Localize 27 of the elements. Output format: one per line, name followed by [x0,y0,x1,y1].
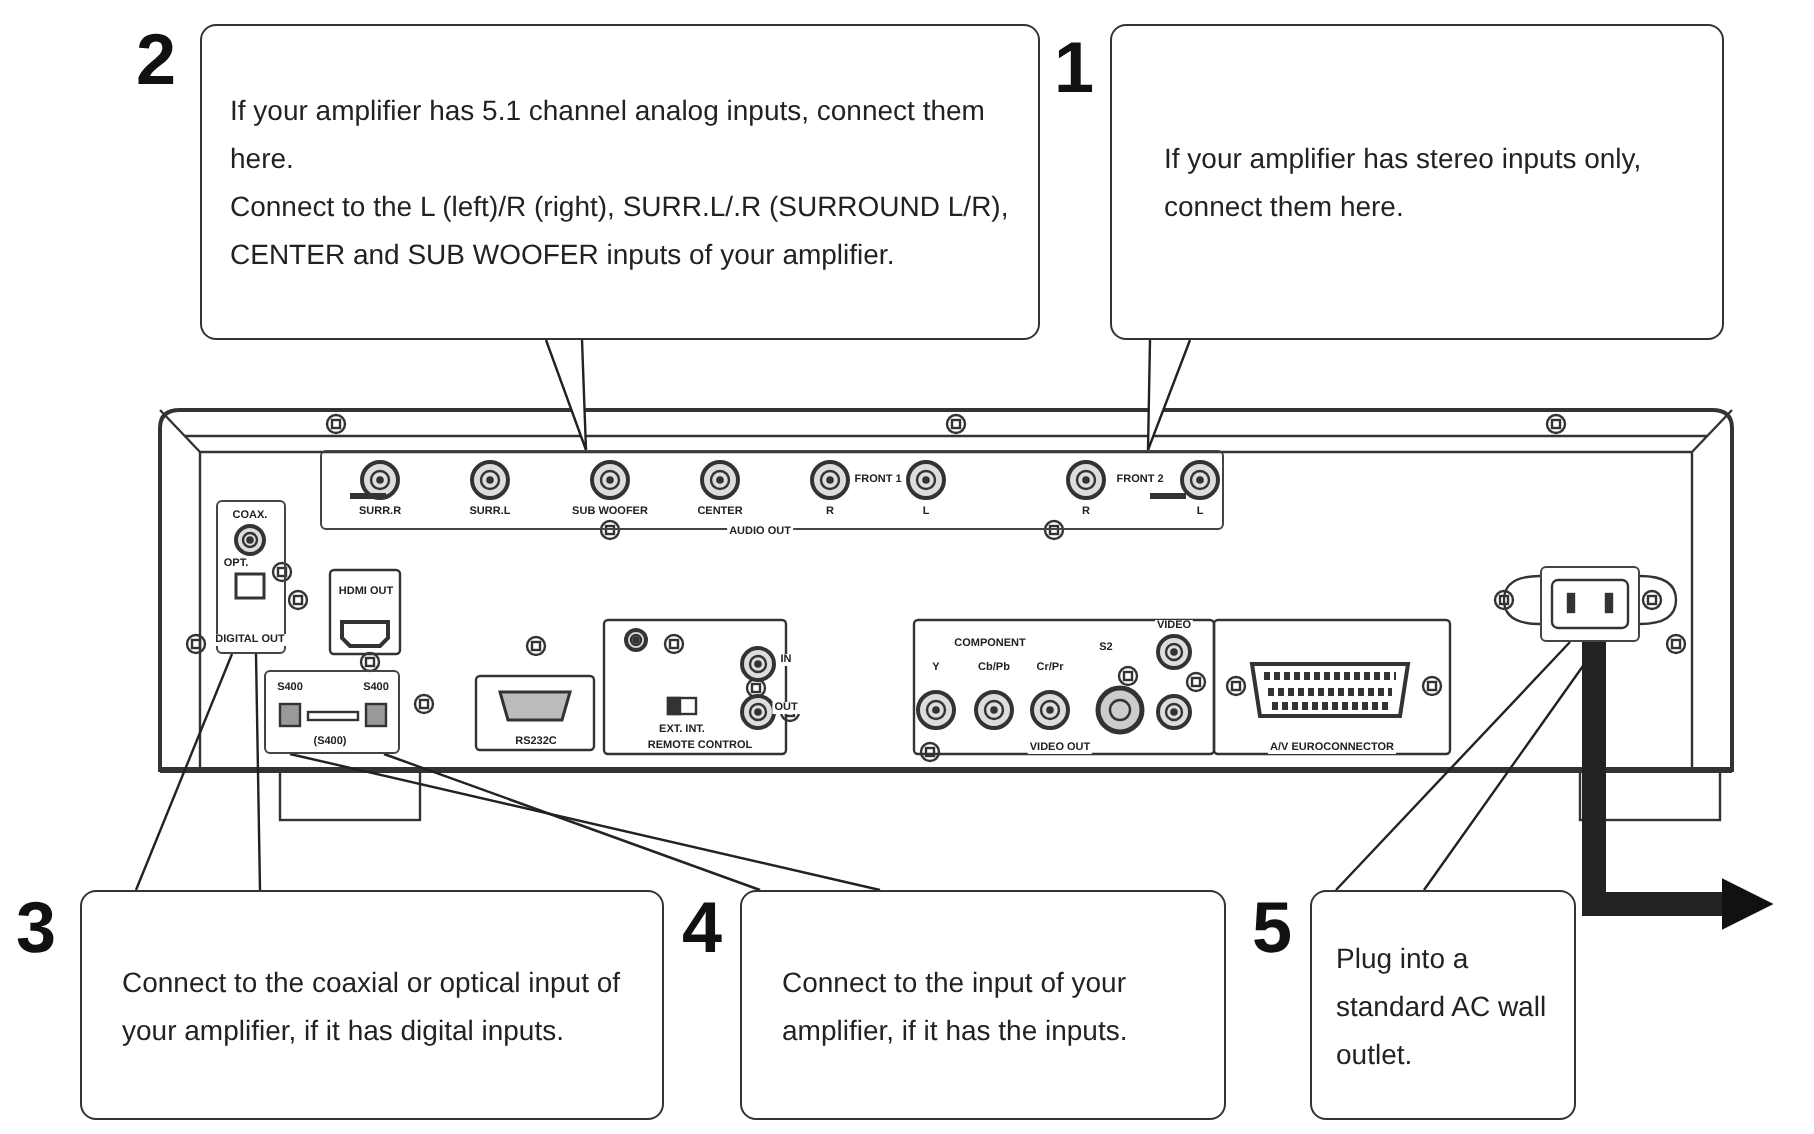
connector-panel [264,670,400,754]
callout-text: Connect to the L (left)/R (right), SURR.L/.R (SURROUND L/R), CENTER and SUB WOOFER inputs of your amplifier. [230,188,1010,274]
callout-number: 2 [136,24,177,96]
callout-box [1310,890,1576,1120]
power-cord-arrow [1582,642,1774,930]
callout-number: 1 [1054,32,1095,104]
connector-panel [1540,566,1640,642]
callout-text: Plug into a standard AC wall outlet. [1336,939,1549,1073]
callout-pointer [1146,338,1192,452]
callout-box [80,890,664,1120]
callout-text: If your amplifier has 5.1 channel analog inputs, connect them here. [230,92,987,178]
leader-line [289,752,881,892]
callout-box [740,890,1226,1120]
leader-line [254,653,262,891]
leader-line [383,752,761,892]
callout-text: Connect to the coaxial or optical input of your amplifier, if it has digital inputs. [122,963,622,1050]
callout-number: 4 [682,892,723,964]
leader-line [134,653,234,891]
callout-box [200,24,1040,340]
callout-number: 5 [1252,892,1293,964]
callout-text: If your amplifier has stereo inputs only, connect them here. [1164,140,1644,226]
connector-panel [320,450,1224,530]
callout-pointer [544,338,588,452]
leader-line [1335,641,1571,891]
callout-box [1110,24,1724,340]
callout-number: 3 [16,892,57,964]
callout-text: Connect to the input of your amplifier, if it has the inputs. [782,963,1130,1050]
